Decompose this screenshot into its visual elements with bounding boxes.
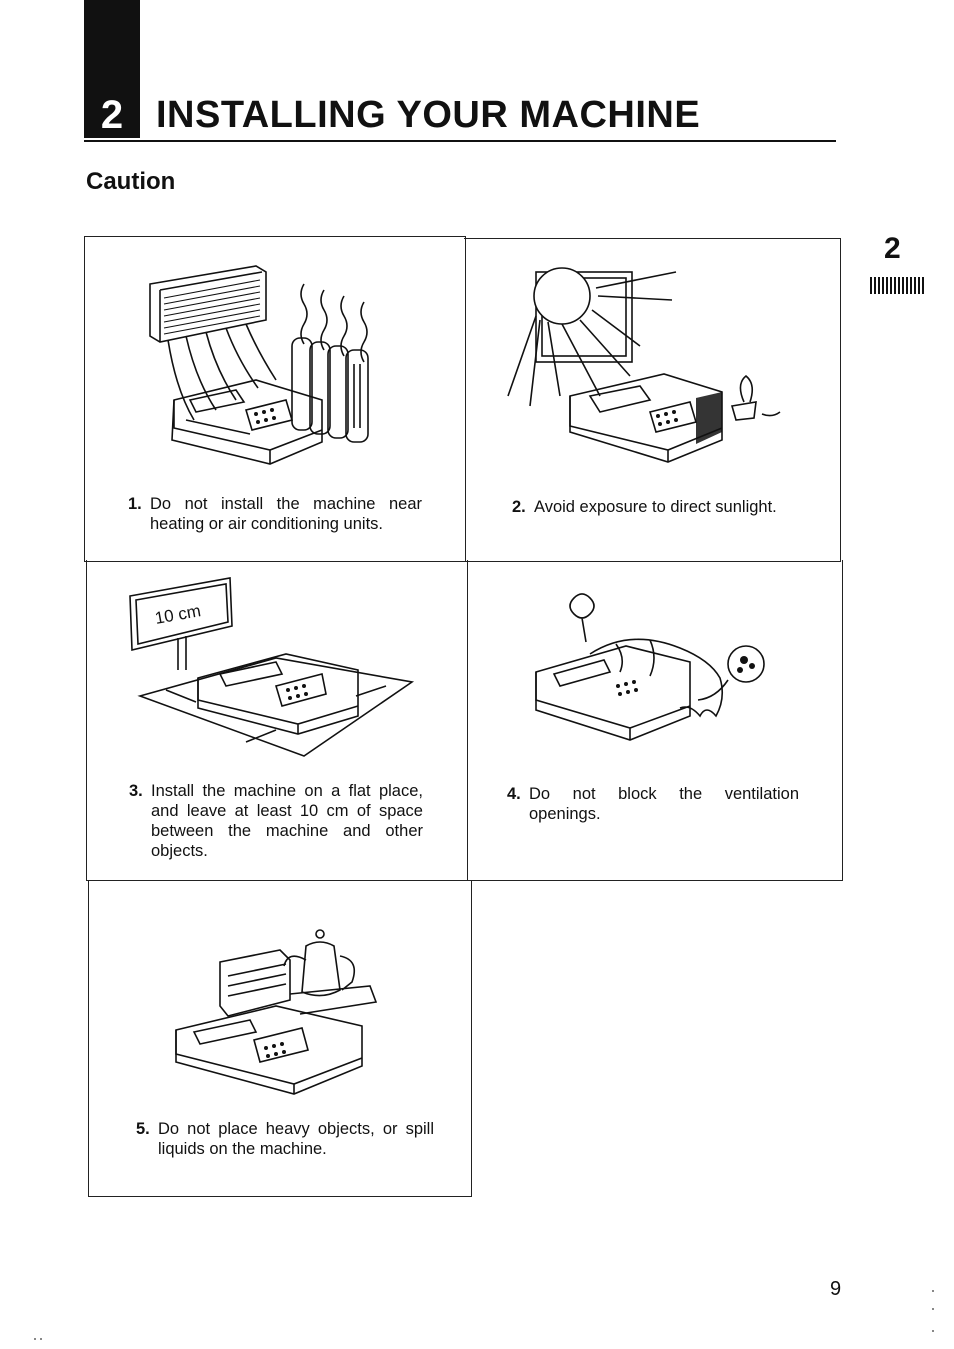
caution-cell-3 (86, 560, 468, 881)
fax-near-heater-illustration (149, 265, 369, 465)
item-number: 5. (136, 1120, 150, 1138)
side-tab-bars (870, 277, 924, 294)
item-number: 2. (512, 498, 526, 516)
caution-cell-2 (464, 238, 841, 562)
item-text: Install the machine on a flat place, and… (151, 782, 423, 860)
page-number: 9 (830, 1278, 842, 1300)
caution-cell-5 (88, 880, 472, 1197)
item-number: 1. (128, 495, 142, 513)
sign-label: 10 cm (153, 601, 202, 628)
caution-cell-4 (466, 560, 843, 881)
fax-heavy-objects-illustration (175, 929, 378, 1095)
fax-covered-illustration (535, 593, 765, 741)
item-text: Avoid exposure to direct sunlight. (534, 498, 777, 516)
caution-item-4: 4. Do not block the ventilation openings… (507, 784, 799, 824)
caution-item-3: 3. Install the machine on a flat place, … (129, 781, 423, 861)
caution-item-5: 5. Do not place heavy objects, or spill … (136, 1119, 434, 1159)
page-title: INSTALLING YOUR MACHINE (156, 94, 701, 136)
title-underline (84, 140, 836, 142)
chapter-number: 2 (100, 93, 124, 137)
section-heading: Caution (86, 168, 176, 195)
caution-item-1: 1. Do not install the machine near heati… (128, 494, 422, 534)
caution-cell-1 (84, 236, 466, 562)
item-text: Do not place heavy objects, or spill liq… (158, 1120, 434, 1158)
item-text: Do not block the ventilation openings. (529, 785, 799, 823)
item-number: 3. (129, 782, 143, 800)
fax-clearance-illustration: 10 cm (129, 577, 415, 757)
fax-in-sunlight-illustration (507, 267, 781, 463)
chapter-tab-block (84, 0, 140, 138)
side-chapter-number: 2 (884, 232, 901, 265)
caution-item-2: 2. Avoid exposure to direct sunlight. (512, 497, 824, 517)
item-text: Do not install the machine near heating … (150, 495, 422, 533)
item-number: 4. (507, 785, 521, 803)
